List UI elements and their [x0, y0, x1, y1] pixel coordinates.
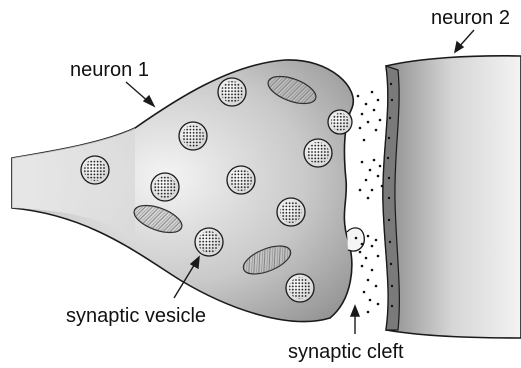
neuron-1-label: neuron 1	[70, 59, 149, 81]
vesicle	[151, 173, 179, 201]
synaptic-cleft-label: synaptic cleft	[288, 341, 404, 363]
vesicle	[195, 228, 223, 256]
neuron-2-label: neuron 2	[431, 7, 510, 29]
vesicle	[277, 198, 305, 226]
synaptic-vesicle-label: synaptic vesicle	[66, 305, 206, 327]
vesicle	[81, 156, 109, 184]
neuron-2-body	[383, 56, 521, 338]
vesicle-fusing	[328, 110, 352, 134]
vesicle	[286, 274, 314, 302]
vesicle	[304, 139, 332, 167]
vesicle	[179, 122, 207, 150]
vesicle	[227, 166, 255, 194]
vesicle	[218, 78, 246, 106]
